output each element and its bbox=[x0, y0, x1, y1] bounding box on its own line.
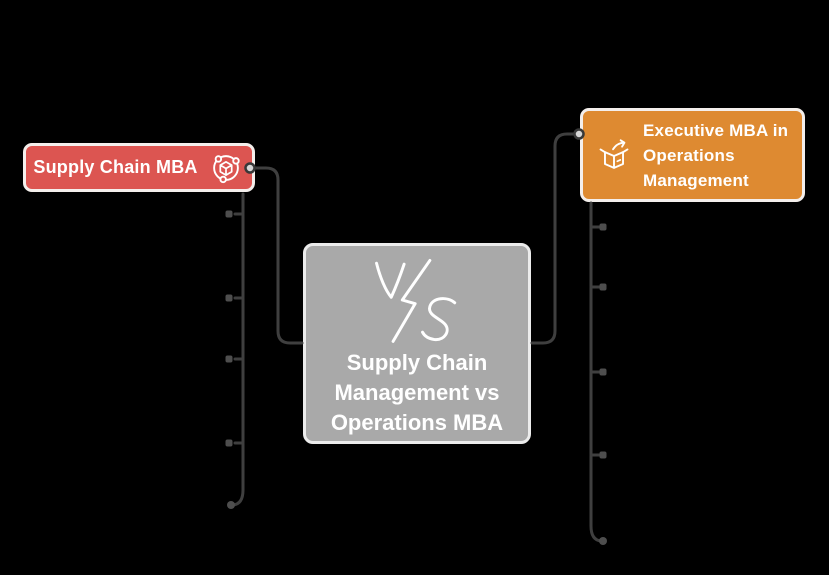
vs-icon: VS bbox=[375, 258, 457, 343]
open-box-growth-icon bbox=[599, 139, 629, 169]
open-box-flaps bbox=[599, 148, 629, 154]
right-collapsed-child-dot[interactable] bbox=[599, 368, 607, 376]
right-collapsed-child-dot[interactable] bbox=[599, 283, 607, 291]
branch-node-executive-mba[interactable]: Executive MBA in Operations Management bbox=[580, 108, 805, 202]
growth-arrow-head bbox=[619, 139, 626, 148]
branch-label-supply-chain-mba: Supply Chain MBA bbox=[33, 157, 198, 177]
left-collapsed-child-dot[interactable] bbox=[225, 355, 233, 363]
right-spine-end-dot[interactable] bbox=[599, 537, 607, 545]
right-collapsed-child-dot[interactable] bbox=[599, 451, 607, 459]
orbit-dot-top-right bbox=[231, 156, 240, 165]
orbit-dot-top-left bbox=[214, 154, 222, 163]
vs-s-stroke bbox=[421, 297, 457, 342]
wire-right-to-center bbox=[530, 132, 576, 345]
left-collapsed-child-dot[interactable] bbox=[225, 294, 233, 302]
center-node-title: Supply Chain Management vs Operations MB… bbox=[330, 350, 504, 435]
vs-bolt-stroke bbox=[391, 258, 432, 343]
wire-left-spine bbox=[231, 192, 245, 507]
wire-left-to-center bbox=[251, 166, 304, 345]
box-label-dash bbox=[616, 159, 622, 163]
branch-label-executive-mba: Executive MBA in Operations Management bbox=[643, 120, 789, 190]
open-box-rim bbox=[604, 151, 624, 169]
left-spine-end-dot[interactable] bbox=[227, 501, 235, 509]
vs-v-stroke bbox=[375, 261, 406, 299]
cube-glyph bbox=[219, 160, 233, 176]
left-collapsed-child-dot[interactable] bbox=[225, 439, 233, 447]
cube-network-icon bbox=[212, 154, 240, 183]
center-node-vs[interactable]: VS Supply Chain Management vs Operations… bbox=[303, 243, 531, 444]
wire-right-spine bbox=[589, 201, 603, 543]
left-collapsed-child-dot[interactable] bbox=[225, 210, 233, 218]
orbit-dot-bottom bbox=[219, 175, 227, 183]
right-collapsed-child-dot[interactable] bbox=[599, 223, 607, 231]
branch-node-supply-chain-mba[interactable]: Supply Chain MBA bbox=[23, 143, 255, 192]
